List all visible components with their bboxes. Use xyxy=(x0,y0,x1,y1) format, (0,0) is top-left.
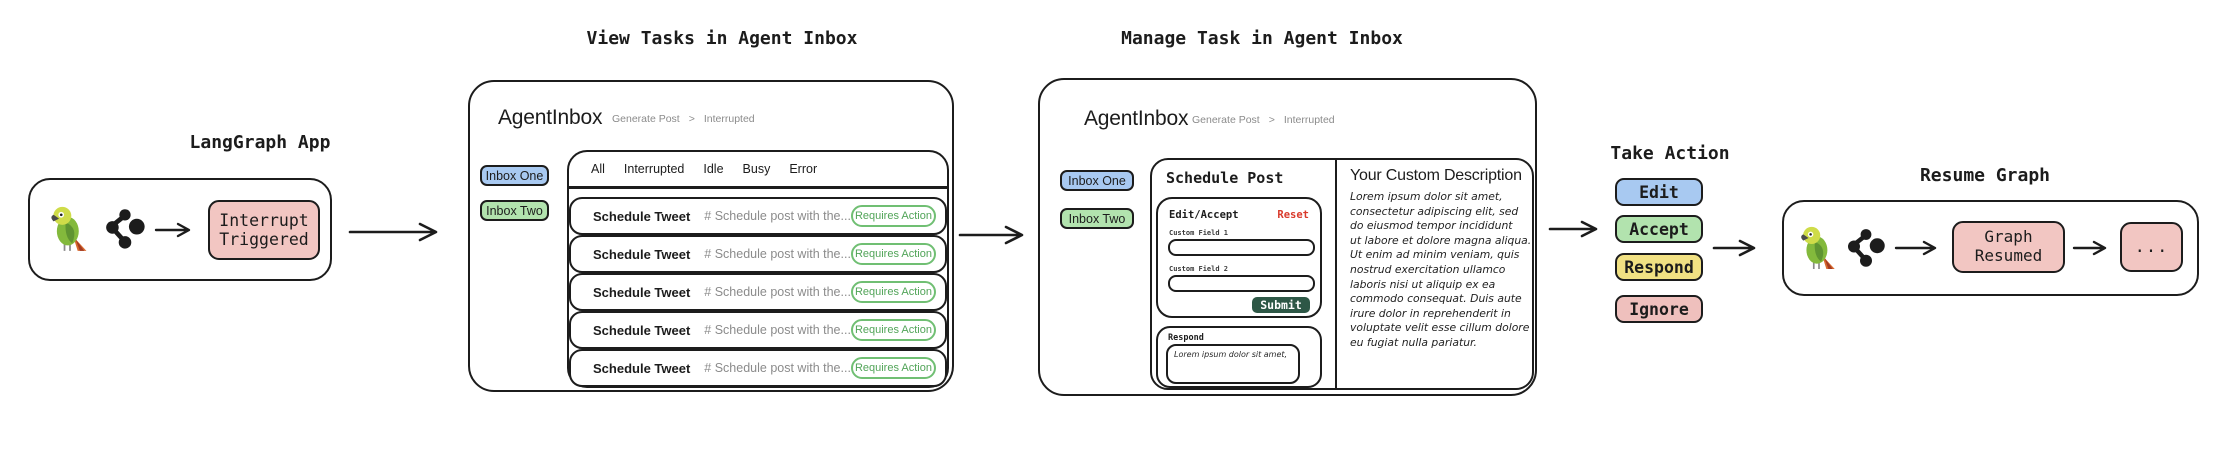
arrow-icon xyxy=(2072,239,2116,262)
accept-action-button[interactable]: Accept xyxy=(1615,215,1703,243)
tab-interrupted[interactable]: Interrupted xyxy=(623,162,685,176)
sidebar-item-inbox-two[interactable]: Inbox Two xyxy=(480,200,549,221)
flow-arrow-4 xyxy=(1712,237,1764,264)
sidebar-item-inbox-two[interactable]: Inbox Two xyxy=(1060,208,1134,229)
view-tasks-window: AgentInbox Generate Post > Interrupted I… xyxy=(468,80,954,392)
description-body: Lorem ipsum dolor sit amet, consectetur … xyxy=(1350,190,1532,349)
breadcrumb: Generate Post > Interrupted xyxy=(612,113,755,125)
arrow-icon xyxy=(154,221,200,244)
app-logo-text: AgentInbox xyxy=(1084,107,1189,130)
task-title: Schedule Tweet xyxy=(593,284,691,300)
status-badge: Requires Action xyxy=(850,281,936,303)
app-logo-text: AgentInbox xyxy=(498,106,603,129)
task-description: # Schedule post with the... xyxy=(704,247,851,261)
langgraph-app-box: Interrupt Triggered xyxy=(28,178,332,281)
resume-graph-box: Graph Resumed ... xyxy=(1782,200,2199,296)
breadcrumb-status[interactable]: Interrupted xyxy=(703,113,755,125)
ignore-action-button[interactable]: Ignore xyxy=(1615,295,1703,323)
tab-busy[interactable]: Busy xyxy=(742,162,771,176)
flow-arrow-1 xyxy=(348,221,448,248)
task-title: Schedule Tweet xyxy=(593,360,691,376)
reset-button[interactable]: Reset xyxy=(1277,209,1309,221)
respond-card: Respond Lorem ipsum dolor sit amet, xyxy=(1156,326,1322,388)
task-row[interactable]: Schedule Tweet # Schedule post with the.… xyxy=(569,235,947,273)
tab-error[interactable]: Error xyxy=(789,162,818,176)
task-heading: Schedule Post xyxy=(1166,169,1284,187)
task-description: # Schedule post with the... xyxy=(704,285,851,299)
task-detail-panel: Schedule Post Edit/Accept Reset Custom F… xyxy=(1150,158,1534,390)
task-row[interactable]: Schedule Tweet # Schedule post with the.… xyxy=(569,311,947,349)
take-action-title: Take Action xyxy=(1610,143,1730,164)
custom-field-2-input[interactable] xyxy=(1168,275,1315,292)
custom-field-1-input[interactable] xyxy=(1168,239,1315,256)
resume-graph-title: Resume Graph xyxy=(1919,165,2051,186)
task-row[interactable]: Schedule Tweet # Schedule post with the.… xyxy=(569,349,947,387)
description-heading: Your Custom Description xyxy=(1350,167,1522,184)
task-row[interactable]: Schedule Tweet # Schedule post with the.… xyxy=(569,273,947,311)
breadcrumb-section[interactable]: Generate Post xyxy=(612,113,680,125)
task-title: Schedule Tweet xyxy=(593,322,691,338)
status-badge: Requires Action xyxy=(850,205,936,227)
breadcrumb-separator: > xyxy=(1268,114,1275,126)
parrot-icon xyxy=(1800,226,1838,275)
status-badge: Requires Action xyxy=(850,357,936,379)
flow-arrow-3 xyxy=(1548,218,1608,245)
langgraph-app-title: LangGraph App xyxy=(189,132,331,153)
task-title: Schedule Tweet xyxy=(593,208,691,224)
tab-all[interactable]: All xyxy=(591,162,605,176)
breadcrumb: Generate Post > Interrupted xyxy=(1192,114,1335,126)
task-action-pane: Schedule Post Edit/Accept Reset Custom F… xyxy=(1152,160,1337,388)
breadcrumb-separator: > xyxy=(688,113,695,125)
form-header: Edit/Accept xyxy=(1169,209,1239,221)
task-list-panel: All Interrupted Idle Busy Error Schedule… xyxy=(567,150,949,388)
task-description: # Schedule post with the... xyxy=(704,209,851,223)
respond-label: Respond xyxy=(1168,333,1204,343)
ellipsis-node: ... xyxy=(2120,222,2183,272)
status-badge: Requires Action xyxy=(850,319,936,341)
status-tabbar: All Interrupted Idle Busy Error xyxy=(569,152,947,189)
task-title: Schedule Tweet xyxy=(593,246,691,262)
description-pane: Your Custom Description Lorem ipsum dolo… xyxy=(1339,160,1532,388)
arrow-icon xyxy=(1894,239,1946,262)
status-badge: Requires Action xyxy=(850,243,936,265)
submit-button[interactable]: Submit xyxy=(1252,297,1310,313)
task-row[interactable]: Schedule Tweet # Schedule post with the.… xyxy=(569,197,947,235)
manage-task-title: Manage Task in Agent Inbox xyxy=(1121,28,1403,49)
sidebar-item-inbox-one[interactable]: Inbox One xyxy=(480,165,549,186)
interrupt-triggered-node: Interrupt Triggered xyxy=(208,200,320,260)
respond-action-button[interactable]: Respond xyxy=(1615,253,1703,281)
sidebar-item-inbox-one[interactable]: Inbox One xyxy=(1060,170,1134,191)
breadcrumb-section[interactable]: Generate Post xyxy=(1192,114,1260,126)
langgraph-icon xyxy=(104,207,146,256)
manage-task-window: AgentInbox Generate Post > Interrupted I… xyxy=(1038,78,1537,396)
edit-action-button[interactable]: Edit xyxy=(1615,178,1703,206)
langgraph-icon xyxy=(1846,227,1886,274)
parrot-icon xyxy=(50,206,90,257)
view-tasks-title: View Tasks in Agent Inbox xyxy=(586,28,858,49)
custom-field-1-label: Custom Field 1 xyxy=(1169,229,1229,237)
task-description: # Schedule post with the... xyxy=(704,323,851,337)
edit-accept-card: Edit/Accept Reset Custom Field 1 Custom … xyxy=(1156,197,1322,318)
tab-idle[interactable]: Idle xyxy=(703,162,724,176)
respond-draft-text: Lorem ipsum dolor sit amet, xyxy=(1174,350,1288,359)
respond-textarea[interactable]: Lorem ipsum dolor sit amet, xyxy=(1166,344,1300,384)
custom-field-2-label: Custom Field 2 xyxy=(1169,265,1229,273)
breadcrumb-status[interactable]: Interrupted xyxy=(1283,114,1335,126)
flow-arrow-2 xyxy=(958,224,1034,251)
task-description: # Schedule post with the... xyxy=(704,361,851,375)
graph-resumed-node: Graph Resumed xyxy=(1952,221,2065,273)
